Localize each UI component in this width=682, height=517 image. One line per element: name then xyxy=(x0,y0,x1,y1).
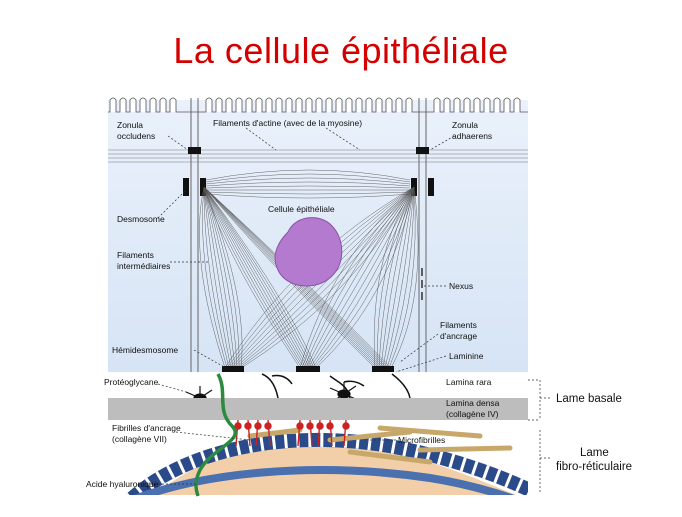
svg-text:Fibrilles d'ancrage: Fibrilles d'ancrage xyxy=(112,423,181,433)
fibro-reticular-layer xyxy=(108,420,540,517)
svg-text:Zonula: Zonula xyxy=(452,120,478,130)
anchoring-fibril-head xyxy=(343,423,349,429)
svg-text:fibro-réticulaire: fibro-réticulaire xyxy=(556,461,632,473)
label-desmosome: Desmosome xyxy=(117,214,165,224)
label-proteoglycane: Protéoglycane xyxy=(104,377,159,387)
svg-text:Filaments: Filaments xyxy=(117,250,154,260)
label-laminine: Laminine xyxy=(449,351,484,361)
label-lame-basale: Lame basale xyxy=(556,393,622,405)
label-acide-hyaluronique: Acide hyaluronique xyxy=(86,479,159,489)
svg-text:adhaerens: adhaerens xyxy=(452,131,492,141)
svg-text:(collagène IV): (collagène IV) xyxy=(446,409,499,419)
anchoring-fibril-head xyxy=(235,423,241,429)
svg-text:Filaments: Filaments xyxy=(440,320,477,330)
anchoring-fibril-head xyxy=(317,423,323,429)
label-lame-fibro-reticulaire: Lame fibro-réticulaire xyxy=(556,447,632,473)
svg-text:Lamina densa: Lamina densa xyxy=(446,398,500,408)
svg-text:d'ancrage: d'ancrage xyxy=(440,331,477,341)
label-nexus: Nexus xyxy=(449,281,473,291)
label-lamina-rara: Lamina rara xyxy=(446,377,492,387)
svg-text:intermédiaires: intermédiaires xyxy=(117,261,170,271)
anchoring-fibril-head xyxy=(307,423,313,429)
label-cell-name: Cellule épithéliale xyxy=(268,204,335,214)
label-actin-filaments: Filaments d'actine (avec de la myosine) xyxy=(213,118,362,128)
anchoring-fibril-head xyxy=(327,423,333,429)
label-lamina-densa: Lamina densa (collagène IV) xyxy=(446,398,500,419)
anchoring-fibril-head xyxy=(265,423,271,429)
label-hemidesmosome: Hémidesmosome xyxy=(112,345,178,355)
svg-text:Lame: Lame xyxy=(580,447,609,459)
microvilli xyxy=(108,98,528,112)
anchoring-fibril-head xyxy=(255,423,261,429)
svg-text:Zonula: Zonula xyxy=(117,120,143,130)
svg-text:(collagène VII): (collagène VII) xyxy=(112,434,167,444)
anchoring-fibril-head xyxy=(297,423,303,429)
label-microfibrilles: Microfibrilles xyxy=(398,435,445,445)
svg-text:occludens: occludens xyxy=(117,131,155,141)
anchoring-fibril-head xyxy=(245,423,251,429)
label-anchoring-filaments: Filaments d'ancrage xyxy=(440,320,477,341)
